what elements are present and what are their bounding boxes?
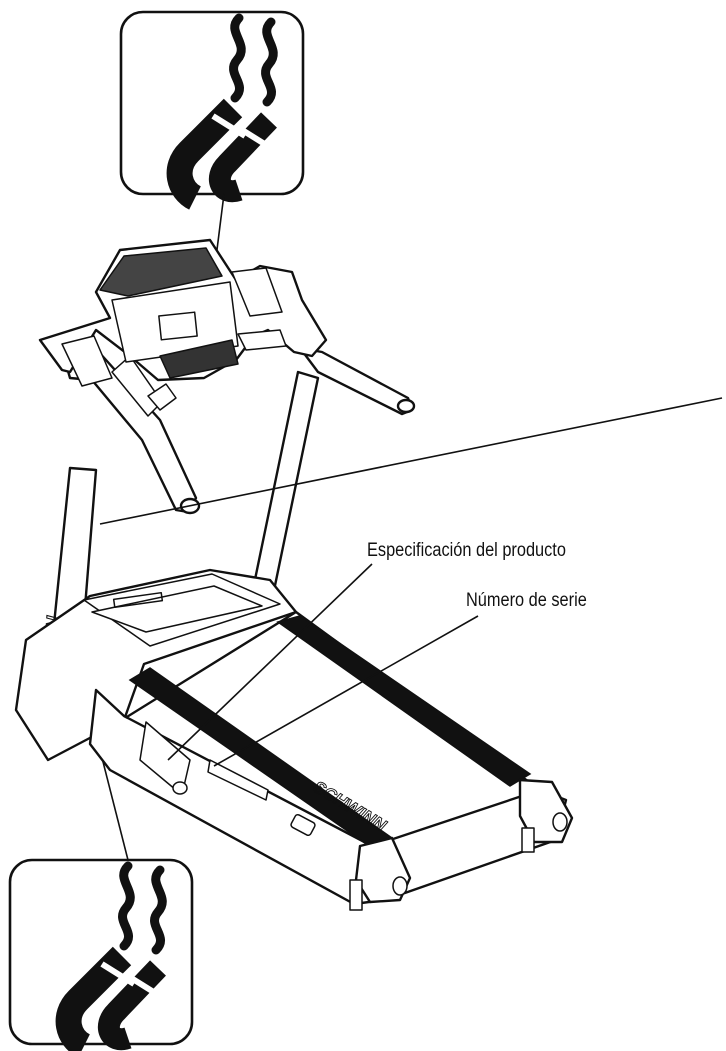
warning-box-bottom	[8, 858, 194, 1051]
console-display	[99, 247, 223, 297]
hot-surface-magnet-icon	[166, 13, 278, 210]
right-foot-rail	[276, 615, 532, 787]
leader-serial-number	[213, 615, 479, 767]
serial-number-label: Número de serie	[466, 590, 587, 611]
hot-surface-magnet-icon-2	[55, 861, 167, 1051]
leader-product-spec	[167, 563, 373, 761]
treadmill: SCHWINN SCHWIN	[14, 238, 574, 911]
leader-long-right	[99, 397, 723, 525]
warning-box-top	[119, 10, 305, 210]
product-spec-label: Especificación del producto	[367, 540, 566, 561]
